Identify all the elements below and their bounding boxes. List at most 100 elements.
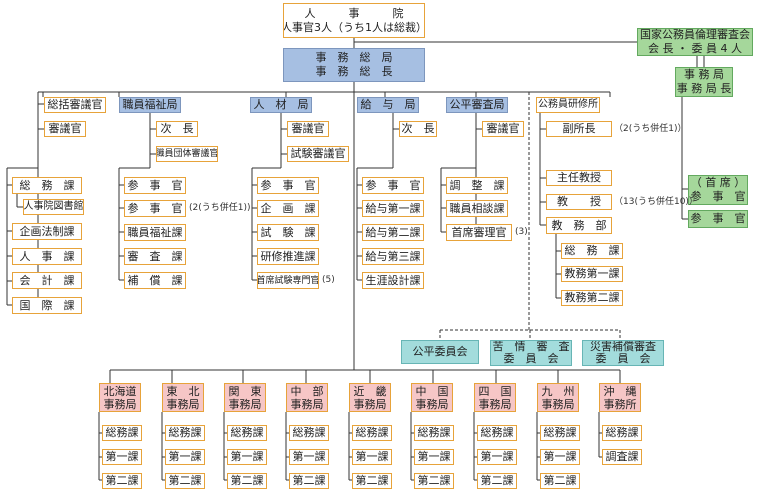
institute-professor-note: （13(うち併任10)） [614, 197, 698, 207]
general-unit-0: 総 務 課 [12, 177, 82, 194]
regional-office-2-unit-1: 第一課 [227, 449, 267, 465]
fairness-head-box: 公平審査局 [446, 97, 508, 113]
regional-office-0-unit-0: 総務課 [102, 425, 142, 441]
personnel-unit-4: 首席試験専門官 [257, 272, 319, 289]
welfare-counselor-note: (2(うち併任1)) [189, 203, 251, 213]
authority-box: 人 事 院 人事官3人（うち1人は総裁） [283, 3, 425, 38]
regional-office-5-unit-1: 第一課 [414, 449, 454, 465]
regional-office-7-unit-2: 第二課 [540, 473, 580, 489]
regional-office-5-unit-2: 第二課 [414, 473, 454, 489]
ethics-secretariat-title: 事 務 局 [684, 68, 724, 81]
general-unit-5: 国 際 課 [12, 297, 82, 314]
regional-office-8-unit-0: 総務課 [602, 425, 642, 441]
regional-office-2-unit-0: 総務課 [227, 425, 267, 441]
fairness-unit-1: 職員相談課 [446, 200, 508, 217]
welfare-unit-1: 参 事 官 [124, 200, 186, 217]
institute-academic-box: 教 務 部 [546, 217, 612, 234]
fairness-unit-2: 首席審理官 [446, 224, 512, 241]
regional-office-3-unit-1: 第一課 [289, 449, 329, 465]
regional-office-6: 四 国 事務局 [474, 383, 516, 412]
personnel-unit-0: 参 事 官 [257, 177, 319, 194]
authority-title: 人 事 院 [304, 6, 404, 20]
regional-office-0-unit-1: 第一課 [102, 449, 142, 465]
regional-office-1-unit-0: 総務課 [165, 425, 205, 441]
committee-0: 公平委員会 [401, 340, 479, 364]
regional-office-1: 東 北 事務局 [162, 383, 204, 412]
regional-office-7: 九 州 事務局 [537, 383, 579, 412]
ethics-chief-counselor-box: （ 首 席 ） 参 事 官 [688, 175, 748, 205]
welfare-unit-4: 補 償 課 [124, 272, 186, 289]
welfare-unit-2: 職員福祉課 [124, 224, 186, 241]
regional-office-4-unit-0: 総務課 [352, 425, 392, 441]
personnel-deliberation-box: 審議官 [287, 121, 329, 137]
regional-office-1-unit-1: 第一課 [165, 449, 205, 465]
regional-office-3-unit-0: 総務課 [289, 425, 329, 441]
regional-office-7-unit-0: 総務課 [540, 425, 580, 441]
welfare-head-box: 職員福祉局 [119, 97, 181, 113]
authority-commissioners: 人事官3人（うち1人は総裁） [283, 20, 425, 34]
salary-unit-2: 給与第二課 [362, 224, 424, 241]
institute-unit-0: 総 務 課 [561, 243, 623, 259]
institute-unit-1: 教務第一課 [561, 266, 623, 282]
committee-1: 苦 情 審 査 委 員 会 [490, 340, 572, 366]
welfare-unit-3: 審 査 課 [124, 248, 186, 265]
regional-office-1-unit-2: 第二課 [165, 473, 205, 489]
general-deliberation-box: 審議官 [44, 121, 86, 137]
general-unit-3: 人 事 課 [12, 248, 82, 265]
welfare-union-officer-box: 職員団体審議官 [156, 146, 218, 162]
personnel-exam-note: (5) [322, 275, 335, 285]
ethics-secretariat-head: 事 務 局 長 [676, 82, 732, 95]
regional-office-6-unit-1: 第一課 [477, 449, 517, 465]
salary-deputy-box: 次 長 [399, 121, 437, 137]
regional-office-0: 北海道 事務局 [99, 383, 141, 412]
regional-office-6-unit-0: 総務課 [477, 425, 517, 441]
regional-office-3-unit-2: 第二課 [289, 473, 329, 489]
salary-unit-1: 給与第一課 [362, 200, 424, 217]
general-unit-4: 会 計 課 [12, 272, 82, 289]
regional-office-2: 関 東 事務局 [224, 383, 266, 412]
salary-unit-0: 参 事 官 [362, 177, 424, 194]
ethics-chief-counselor-label: 参 事 官 [690, 190, 746, 203]
ethics-board-members: 会 長 ・ 委 員 4 人 [648, 42, 742, 55]
secretary-general-head: 事 務 総 長 [315, 65, 393, 78]
fairness-unit-0: 調 整 課 [446, 177, 508, 194]
regional-office-4-unit-1: 第一課 [352, 449, 392, 465]
ethics-chief-label: （ 首 席 ） [690, 176, 746, 189]
welfare-unit-0: 参 事 官 [124, 177, 186, 194]
institute-vice-box: 副所長 [546, 121, 612, 137]
regional-office-0-unit-2: 第二課 [102, 473, 142, 489]
ethics-secretariat-box: 事 務 局 事 務 局 長 [675, 67, 733, 97]
general-unit-2: 企画法制課 [12, 223, 82, 240]
committee-2: 災害補償審査 委 員 会 [582, 340, 664, 366]
institute-professor-box: 教 授 [546, 194, 612, 210]
general-unit-1: 人事院図書館 [23, 199, 84, 215]
regional-office-5-unit-0: 総務課 [414, 425, 454, 441]
general-head-box: 総括審議官 [44, 97, 106, 113]
fairness-deliberation-box: 審議官 [482, 121, 524, 137]
regional-office-4: 近 畿 事務局 [349, 383, 391, 412]
regional-office-3: 中 部 事務局 [286, 383, 328, 412]
regional-office-4-unit-2: 第二課 [352, 473, 392, 489]
salary-unit-3: 給与第三課 [362, 248, 424, 265]
personnel-head-box: 人 材 局 [250, 97, 312, 113]
ethics-counselor-box: 参 事 官 [688, 210, 748, 228]
regional-office-8: 沖 縄 事務所 [599, 383, 641, 412]
personnel-unit-2: 試 験 課 [257, 224, 319, 241]
welfare-deputy-box: 次 長 [156, 121, 198, 137]
regional-office-2-unit-2: 第二課 [227, 473, 267, 489]
personnel-unit-1: 企 画 課 [257, 200, 319, 217]
personnel-exam-officer-box: 試験審議官 [287, 146, 349, 162]
ethics-board-box: 国家公務員倫理審査会 会 長 ・ 委 員 4 人 [637, 28, 753, 56]
institute-chief-professor-box: 主任教授 [546, 170, 612, 186]
salary-head-box: 給 与 局 [357, 97, 419, 113]
salary-unit-4: 生涯設計課 [362, 272, 424, 289]
institute-vice-note: （2(うち併任1)） [614, 124, 687, 134]
regional-office-7-unit-1: 第一課 [540, 449, 580, 465]
secretary-general-title: 事 務 総 局 [315, 51, 393, 64]
fairness-note: (3) [515, 227, 528, 237]
regional-office-5: 中 国 事務局 [411, 383, 453, 412]
regional-office-6-unit-2: 第二課 [477, 473, 517, 489]
institute-head-box: 公務員研修所 [536, 97, 600, 113]
